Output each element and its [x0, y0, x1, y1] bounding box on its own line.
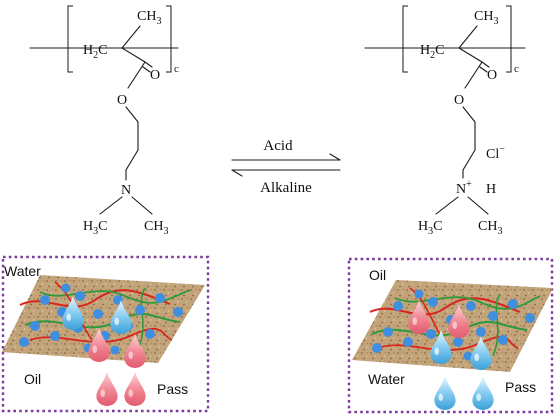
panel-top-label: Oil [369, 267, 386, 283]
acid-label: Acid [263, 138, 293, 154]
bond-to-carbonyl [458, 47, 483, 63]
bond-to-left-methyl [435, 196, 459, 215]
oil-drop-permeate [124, 372, 146, 406]
alkaline-label: Alkaline [260, 180, 312, 196]
carbonyl-oxygen: O [150, 68, 160, 83]
left-bracket [402, 5, 408, 73]
n-methyl-left: H3C [83, 219, 107, 237]
pass-label: Pass [157, 381, 188, 397]
ester-oxygen: O [117, 93, 127, 108]
carbonyl-double-bond-2 [479, 66, 488, 73]
ethylene-chain [462, 106, 476, 179]
right-bracket [166, 5, 172, 73]
methyl-top-label: CH3 [137, 9, 161, 27]
water-drop-permeate [434, 376, 456, 410]
protonated-nitrogen: N+ [456, 179, 472, 197]
carbonyl-oxygen: O [487, 68, 497, 83]
panel-border [347, 257, 554, 414]
water-drop-permeate [472, 376, 494, 410]
chloride-counterion: Cl− [486, 144, 505, 162]
forward-arrow-head [329, 153, 341, 161]
repeat-subscript: c [514, 63, 519, 75]
left-separation-panel: Water Oil Pass [1, 255, 210, 413]
bond-to-carbonyl [121, 47, 146, 63]
ethylene-chain [125, 106, 139, 181]
bond-to-right-methyl [131, 196, 153, 215]
adsorbed-particles [19, 283, 183, 355]
left-bracket [67, 5, 73, 73]
panel-side-label: Oil [24, 371, 41, 387]
oil-drop-permeate [96, 372, 118, 406]
methyl-top-label: CH3 [474, 9, 498, 27]
repeat-subscript: c [174, 63, 179, 75]
bond-to-ester-oxygen [127, 61, 146, 89]
ammonium-hydrogen: H [486, 182, 496, 197]
bond-to-methyl [458, 25, 478, 49]
right-molecule: c CH3 H2C O O Cl− N+ H H3C CH3 [364, 5, 526, 237]
equilibrium-arrows: Acid Alkaline [231, 138, 341, 196]
bond-to-methyl [121, 25, 141, 49]
panel-side-label: Water [368, 371, 405, 387]
carbonyl-double-bond [144, 61, 153, 68]
carbonyl-double-bond-2 [142, 66, 151, 73]
methylene-label: H2C [420, 43, 444, 61]
n-methyl-left: H3C [418, 219, 442, 237]
panel-top-label: Water [4, 263, 41, 279]
right-bracket [506, 5, 512, 73]
bond-to-left-methyl [99, 196, 123, 215]
methylene-label: H2C [83, 43, 107, 61]
n-methyl-right: CH3 [144, 219, 168, 237]
n-methyl-right: CH3 [478, 219, 502, 237]
bond-to-ester-oxygen [464, 61, 483, 89]
carbonyl-double-bond [481, 61, 490, 68]
bond-to-right-methyl [467, 196, 489, 215]
reverse-arrow-head [231, 169, 243, 177]
pass-label: Pass [505, 379, 536, 395]
left-molecule: c CH3 H2C O O N H3C CH3 [29, 5, 179, 237]
ester-oxygen: O [454, 93, 464, 108]
right-separation-panel: Oil Water Pass [347, 257, 554, 414]
nitrogen-atom: N [121, 183, 131, 198]
